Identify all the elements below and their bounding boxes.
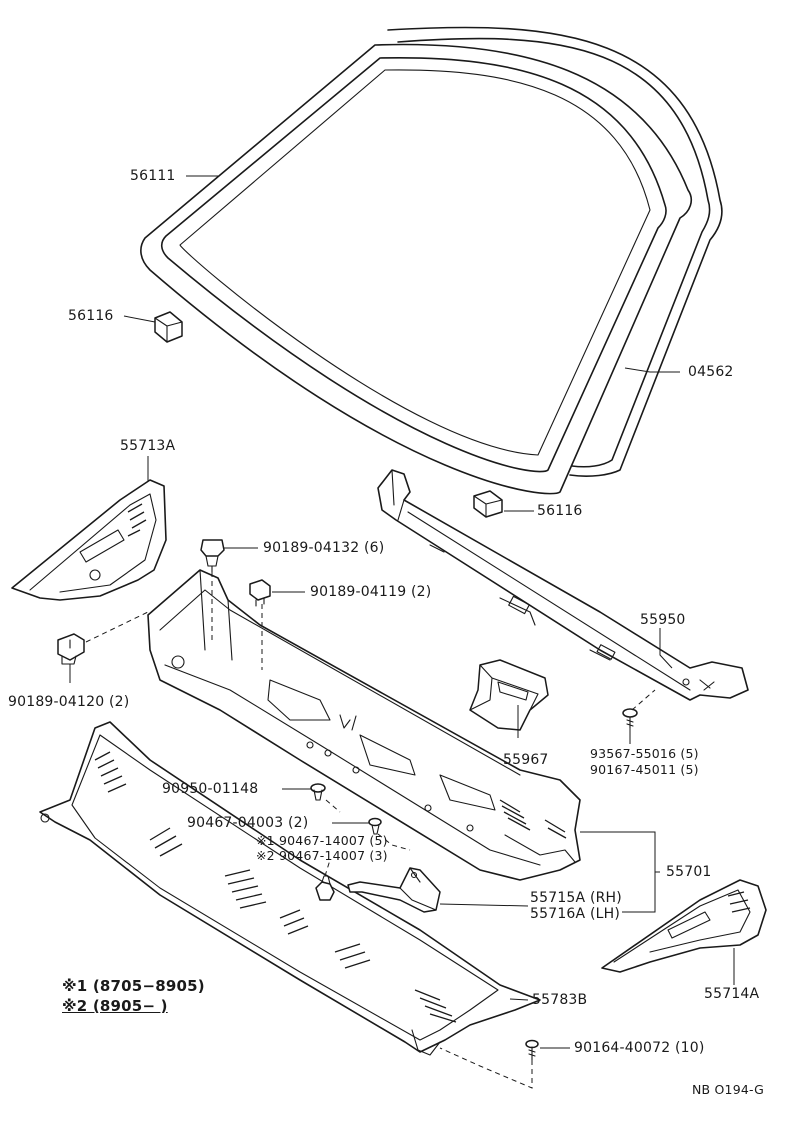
label-spacer-right: 56116 — [537, 503, 583, 519]
label-clip-c: 90189-04120 (2) — [8, 694, 130, 710]
label-clip-b: 90189-04119 (2) — [310, 584, 432, 600]
label-spacer-left: 56116 — [68, 308, 114, 324]
cowl-panel-drawing — [147, 569, 581, 881]
side-panel-left-drawing — [11, 479, 167, 601]
label-clip-d: 90467-04003 (2) — [187, 815, 309, 831]
clip-90189-04119-drawing — [249, 579, 271, 607]
clip-90189-04132-drawing — [200, 539, 225, 573]
figure-code: NB O194-G — [692, 1082, 765, 1097]
windshield-glass-drawing — [140, 26, 723, 495]
seal-panel-drawing — [377, 469, 749, 701]
label-louver: 55783B — [532, 992, 588, 1008]
assembly-dash-lines — [85, 572, 656, 1089]
clip-90467-04003-drawing — [368, 817, 382, 835]
label-clip-f: ※2 90467-14007 (3) — [256, 848, 388, 863]
clip-90189-04120-drawing — [57, 633, 85, 665]
label-clip-e: ※1 90467-14007 (5) — [256, 833, 388, 848]
screw-90164-drawing — [525, 1039, 539, 1061]
label-windshield-glass: 56111 — [130, 168, 176, 184]
spacer-block-right-drawing — [473, 490, 503, 518]
label-screw-a: 93567-55016 (5) — [590, 746, 699, 761]
label-seal-panel: 55950 — [640, 612, 686, 628]
leader-lines — [69, 175, 735, 1049]
label-bracket-rh: 55715A (RH) — [530, 890, 622, 906]
grommet-90950-drawing — [310, 783, 326, 801]
label-duct: 55967 — [503, 752, 549, 768]
label-weatherstrip: 04562 — [688, 364, 734, 380]
legend-line-2: ※2 (8905− ) — [62, 997, 168, 1015]
louver-panel-drawing — [39, 721, 541, 1056]
label-cowl-panel: 55701 — [666, 864, 712, 880]
label-bracket-lh: 55716A (LH) — [530, 906, 621, 922]
side-panel-right-drawing — [601, 879, 767, 973]
label-side-panel-right: 55714A — [704, 986, 760, 1002]
label-clip-a: 90189-04132 (6) — [263, 540, 385, 556]
duct-drawing — [469, 659, 549, 731]
label-side-panel-left: 55713A — [120, 438, 176, 454]
legend-line-1: ※1 (8705−8905) — [62, 977, 205, 995]
label-grommet: 90950-01148 — [162, 781, 259, 797]
spacer-block-left-drawing — [154, 311, 183, 343]
label-screw-c: 90164-40072 (10) — [574, 1040, 705, 1056]
bracket-drawing — [347, 867, 441, 913]
clip-90467-14007-drawing — [315, 875, 335, 901]
screw-93567-drawing — [622, 708, 638, 729]
label-screw-b: 90167-45011 (5) — [590, 762, 699, 777]
